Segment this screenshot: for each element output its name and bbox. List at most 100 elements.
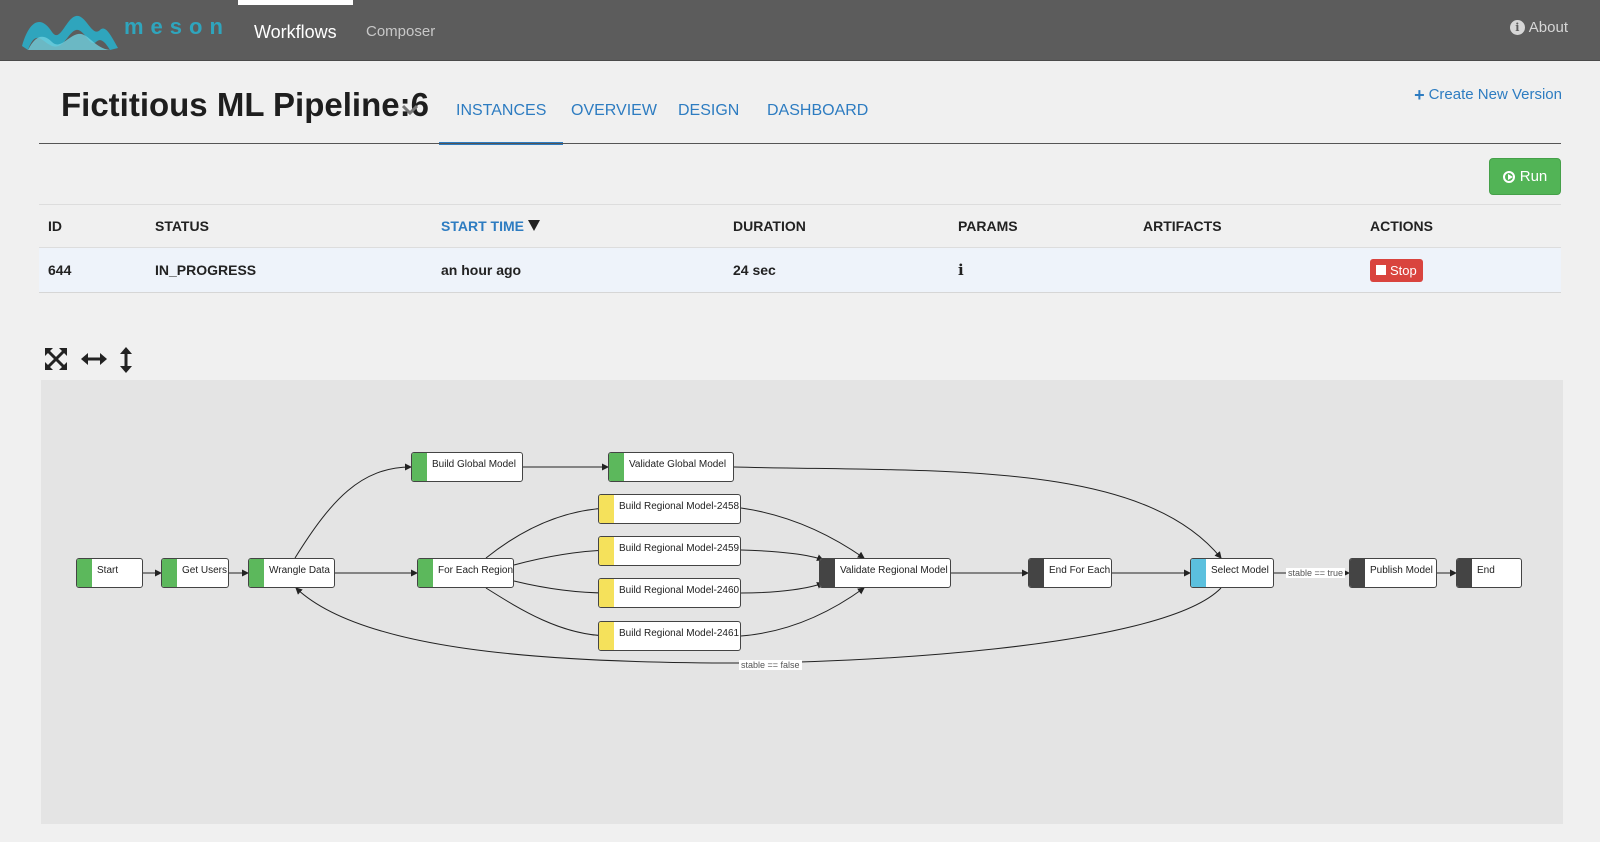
node-label: Build Regional Model-2458 [619, 501, 740, 512]
node-label: For Each Region [438, 565, 514, 576]
row-id[interactable]: 644 [48, 262, 72, 278]
edge [295, 587, 1222, 664]
node-end[interactable]: End [1456, 558, 1522, 588]
status-stripe [599, 537, 614, 565]
node-get-users[interactable]: Get Users [161, 558, 229, 588]
edge-label-stable-false: stable == false [739, 660, 802, 670]
node-label: Select Model [1211, 565, 1269, 576]
node-label: Build Global Model [432, 459, 516, 470]
col-actions[interactable]: ACTIONS [1370, 218, 1433, 234]
node-start[interactable]: Start [76, 558, 143, 588]
nav-composer[interactable]: Composer [366, 23, 436, 40]
edge [740, 587, 865, 637]
edge [740, 507, 865, 559]
node-validate-global-model[interactable]: Validate Global Model [608, 452, 734, 482]
stop-icon [1376, 265, 1386, 275]
stop-label: Stop [1390, 262, 1417, 278]
plus-icon: + [1414, 84, 1425, 105]
node-end-for-each[interactable]: End For Each [1028, 558, 1112, 588]
top-navbar: meson Workflows Composer i About [0, 0, 1600, 61]
status-stripe [412, 453, 427, 481]
info-circle-icon: i [1509, 20, 1525, 35]
status-stripe [1029, 559, 1044, 587]
node-build-regional-model-2460[interactable]: Build Regional Model-2460 [598, 578, 741, 608]
status-stripe [418, 559, 433, 587]
status-stripe [249, 559, 264, 587]
instances-table: ID STATUS START TIME DURATION PARAMS ART… [39, 204, 1561, 293]
table-row[interactable]: 644 IN_PROGRESS an hour ago 24 sec i Sto… [39, 248, 1561, 293]
edge [513, 580, 609, 597]
workflow-graph[interactable]: stable == true stable == false Start Get… [41, 380, 1563, 824]
status-stripe [1191, 559, 1206, 587]
node-label: Wrangle Data [269, 565, 330, 576]
col-duration[interactable]: DURATION [733, 218, 806, 234]
node-label: Build Regional Model-2460 [619, 585, 740, 596]
row-params[interactable]: i [958, 248, 964, 292]
node-publish-model[interactable]: Publish Model [1349, 558, 1437, 588]
status-stripe [77, 559, 92, 587]
node-label: Start [97, 565, 119, 576]
tab-design[interactable]: DESIGN [678, 102, 740, 119]
edge-label-stable-true: stable == true [1286, 568, 1346, 578]
row-actions: Stop [1370, 248, 1423, 292]
page-title: Fictitious ML Pipeline:6 [61, 86, 429, 123]
edge [294, 463, 412, 559]
fit-screen-icon[interactable] [44, 346, 68, 372]
chevron-down-icon[interactable] [402, 104, 418, 116]
fit-height-icon[interactable] [118, 346, 134, 374]
status-stripe [820, 559, 835, 587]
node-label: End For Each [1049, 565, 1111, 576]
table-header-row: ID STATUS START TIME DURATION PARAMS ART… [39, 204, 1561, 248]
info-icon[interactable]: i [958, 261, 964, 279]
about-label: About [1528, 19, 1568, 36]
status-stripe [599, 495, 614, 523]
node-build-regional-model-2461[interactable]: Build Regional Model-2461 [598, 621, 741, 651]
tab-overview[interactable]: OVERVIEW [571, 102, 657, 119]
edge [733, 466, 1222, 559]
create-version-label: Create New Version [1428, 86, 1562, 103]
col-artifacts[interactable]: ARTIFACTS [1143, 218, 1222, 234]
node-label: Build Regional Model-2461 [619, 628, 740, 639]
node-label: Validate Regional Model [840, 565, 948, 576]
node-label: Build Regional Model-2459 [619, 543, 740, 554]
row-status: IN_PROGRESS [155, 262, 257, 278]
edge [485, 504, 609, 559]
tab-instances[interactable]: INSTANCES [438, 102, 564, 145]
edge [485, 587, 609, 640]
about-link[interactable]: i About [1509, 19, 1568, 36]
header-divider [39, 143, 1561, 144]
create-new-version-link[interactable]: + Create New Version [1414, 84, 1562, 105]
col-start-time-label: START TIME [441, 218, 524, 234]
node-label: Publish Model [1370, 565, 1433, 576]
node-build-regional-model-2459[interactable]: Build Regional Model-2459 [598, 536, 741, 566]
tab-dashboard[interactable]: DASHBOARD [767, 102, 869, 119]
col-status[interactable]: STATUS [155, 218, 209, 234]
stop-button[interactable]: Stop [1370, 258, 1423, 282]
row-start-time: an hour ago [441, 262, 522, 278]
col-start-time[interactable]: START TIME [441, 205, 540, 247]
nav-workflows[interactable]: Workflows [238, 0, 353, 60]
meson-logo-icon[interactable] [20, 8, 120, 52]
fit-width-icon[interactable] [80, 346, 108, 372]
node-build-regional-model-2458[interactable]: Build Regional Model-2458 [598, 494, 741, 524]
status-stripe [599, 622, 614, 650]
node-label: End [1477, 565, 1495, 576]
node-build-global-model[interactable]: Build Global Model [411, 452, 523, 482]
node-select-model[interactable]: Select Model [1190, 558, 1274, 588]
run-button[interactable]: Run [1489, 158, 1561, 195]
sort-desc-icon [527, 219, 540, 231]
logo-text: meson [124, 14, 230, 39]
node-for-each-region[interactable]: For Each Region [417, 558, 514, 588]
node-label: Validate Global Model [629, 459, 727, 470]
col-id[interactable]: ID [48, 218, 62, 234]
status-stripe [1350, 559, 1365, 587]
status-stripe [162, 559, 177, 587]
status-stripe [599, 579, 614, 607]
col-params[interactable]: PARAMS [958, 218, 1018, 234]
node-validate-regional-model[interactable]: Validate Regional Model [819, 558, 951, 588]
node-wrangle-data[interactable]: Wrangle Data [248, 558, 335, 588]
graph-edges [143, 463, 1457, 664]
edge [740, 582, 824, 594]
run-label: Run [1519, 168, 1548, 185]
play-circle-icon [1502, 170, 1515, 183]
